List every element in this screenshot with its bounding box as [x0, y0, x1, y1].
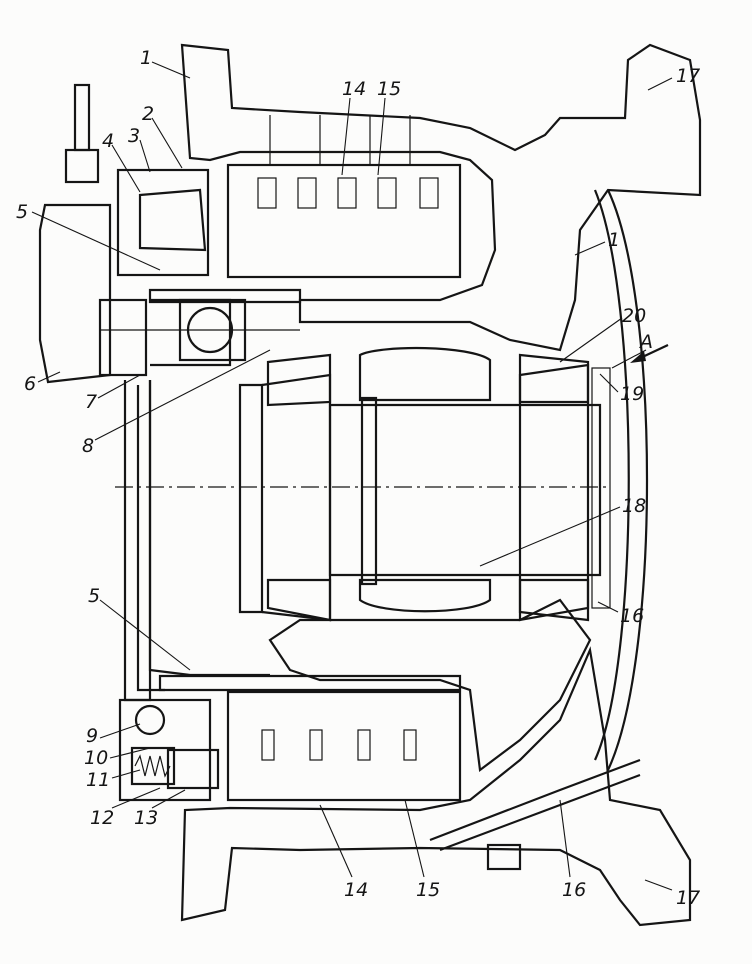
callout-11: 11 — [86, 769, 110, 791]
callout-19: 19 — [620, 383, 644, 405]
sensor-actuator-assembly — [38, 83, 300, 384]
callout-17-bottom: 17 — [676, 887, 700, 909]
callout-13: 13 — [134, 807, 158, 829]
callout-2: 2 — [142, 103, 154, 125]
callout-20: 20 — [622, 305, 646, 327]
brake-disc-pack-upper — [226, 115, 462, 279]
callout-1-right: 1 — [608, 229, 620, 251]
hub-cover-housing — [123, 288, 462, 702]
callout-4: 4 — [102, 130, 114, 152]
spindle-and-bearings — [115, 346, 611, 622]
callout-18: 18 — [622, 495, 646, 517]
callout-15-bottom: 15 — [416, 879, 440, 901]
wheel-rim-casting — [180, 43, 702, 927]
callout-6: 6 — [24, 373, 36, 395]
callout-14-top: 14 — [342, 78, 366, 100]
callout-16-bottom: 16 — [562, 879, 586, 901]
callout-labels: 1 2 3 4 5 6 7 8 14 15 17 1 20 A 19 18 16… — [16, 47, 700, 909]
view-a-arrow — [630, 344, 669, 363]
rock-guard-bracket — [429, 758, 641, 871]
callout-17-top: 17 — [676, 65, 700, 87]
callout-14-bottom: 14 — [344, 879, 368, 901]
callout-view-A: A — [638, 331, 653, 353]
callout-1-top: 1 — [140, 47, 152, 69]
callout-12: 12 — [90, 807, 114, 829]
callout-7: 7 — [85, 391, 97, 413]
callout-5-top: 5 — [16, 201, 28, 223]
leader-lines — [31, 61, 673, 891]
callout-5-bottom: 5 — [88, 585, 100, 607]
brake-disc-pack-lower — [226, 690, 462, 802]
callout-15-top: 15 — [377, 78, 401, 100]
callout-3: 3 — [128, 125, 140, 147]
callout-16-right: 16 — [620, 605, 644, 627]
callout-9: 9 — [86, 725, 98, 747]
callout-8: 8 — [82, 435, 94, 457]
lower-adjuster-assembly — [118, 698, 220, 802]
callout-10: 10 — [84, 747, 108, 769]
